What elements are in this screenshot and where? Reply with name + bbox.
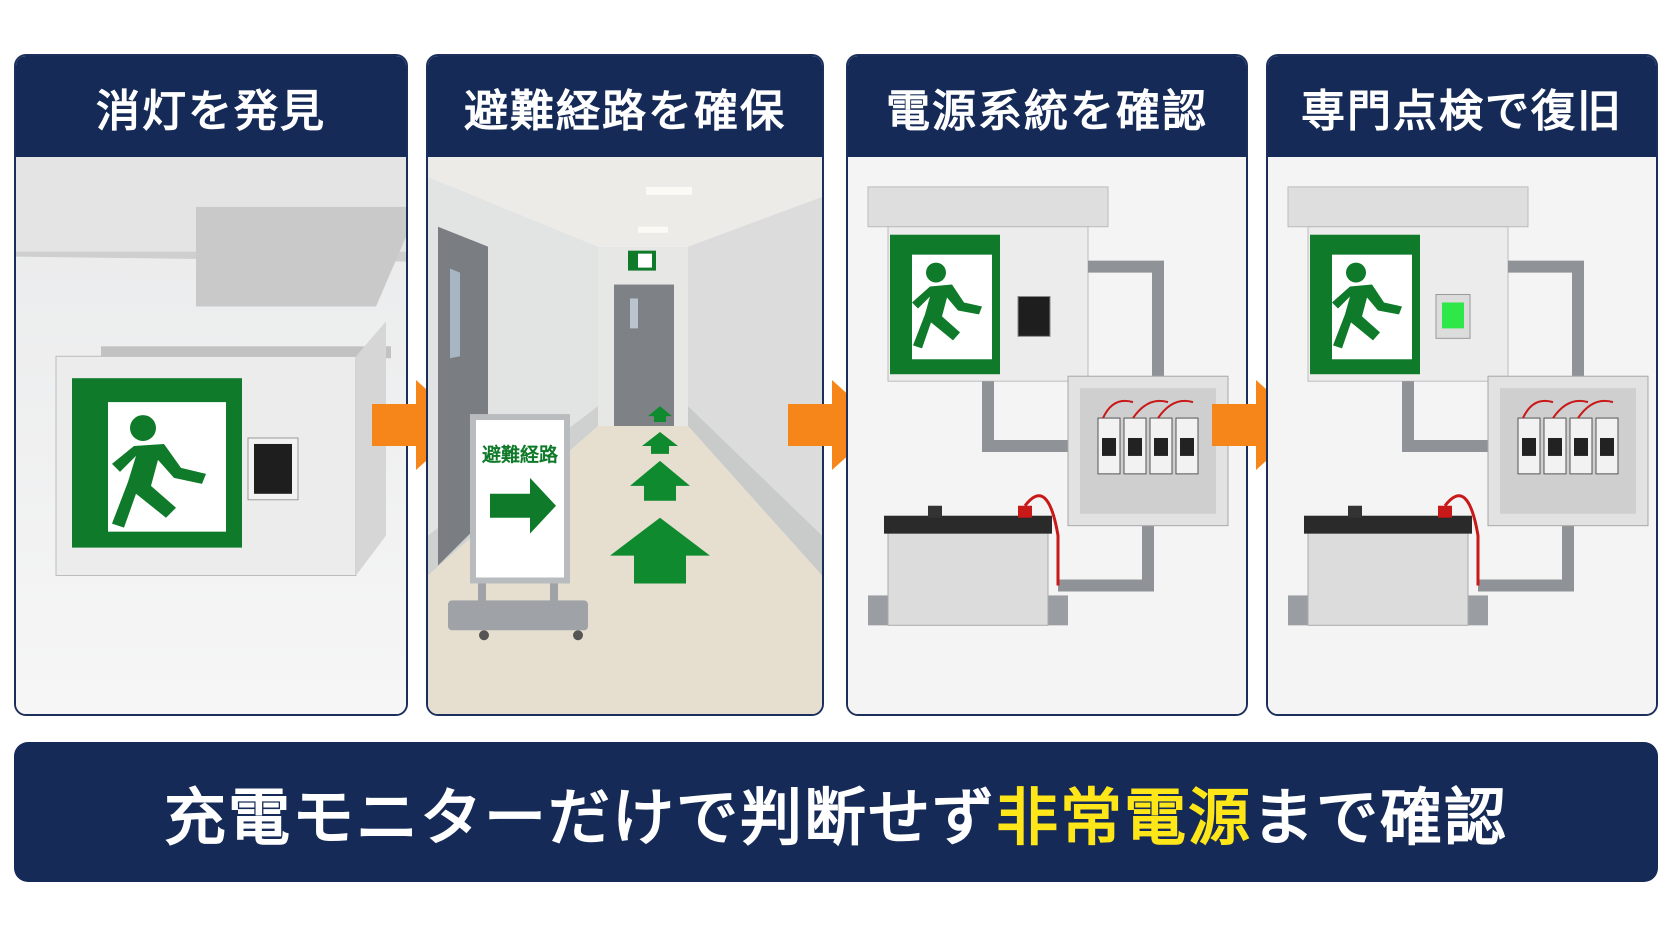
scene-exit-sign-off	[16, 157, 406, 714]
step-title-4: 専門点検で復旧	[1268, 56, 1656, 157]
summary-banner: 充電モニターだけで判断せず非常電源まで確認	[14, 742, 1658, 882]
breaker-panel-icon	[1067, 375, 1229, 527]
step-title-2: 避難経路を確保	[428, 56, 822, 157]
right-arrow-icon	[788, 380, 882, 470]
step-title-1: 消灯を発見	[16, 56, 406, 157]
step-panel-3: 電源系統を確認	[846, 54, 1248, 716]
banner-text-before: 充電モニターだけで判断せず	[163, 781, 996, 854]
status-lamp-on	[1442, 302, 1464, 329]
step-panel-4: 専門点検で復旧	[1266, 54, 1658, 716]
step-arrow-1	[372, 380, 468, 470]
scene-restored	[1268, 157, 1656, 714]
banner-text-highlight: 非常電源	[995, 781, 1252, 854]
scene-corridor: 避難経路	[428, 157, 822, 714]
step-panel-1: 消灯を発見	[14, 54, 408, 716]
route-sign-label: 避難経路	[482, 443, 559, 466]
right-arrow-icon	[1212, 380, 1306, 470]
banner-text-after: まで確認	[1252, 781, 1509, 854]
battery-icon	[868, 494, 1068, 626]
breaker-panel-icon	[1487, 375, 1649, 527]
step-panel-2: 避難経路を確保	[426, 54, 824, 716]
step-arrow-3	[1212, 380, 1308, 470]
floor-arrow-icon	[610, 406, 710, 584]
sign-arrow-icon	[490, 477, 556, 534]
exit-sign-icon	[890, 234, 1000, 375]
step-title-3: 電源系統を確認	[848, 56, 1246, 157]
battery-icon	[1288, 494, 1488, 626]
scene-power-system	[848, 157, 1246, 714]
exit-sign-icon	[1310, 234, 1420, 375]
right-arrow-icon	[372, 380, 466, 470]
route-sign-stand: 避難経路	[448, 414, 588, 641]
step-arrow-2	[788, 380, 884, 470]
exit-sign-icon	[72, 378, 242, 548]
